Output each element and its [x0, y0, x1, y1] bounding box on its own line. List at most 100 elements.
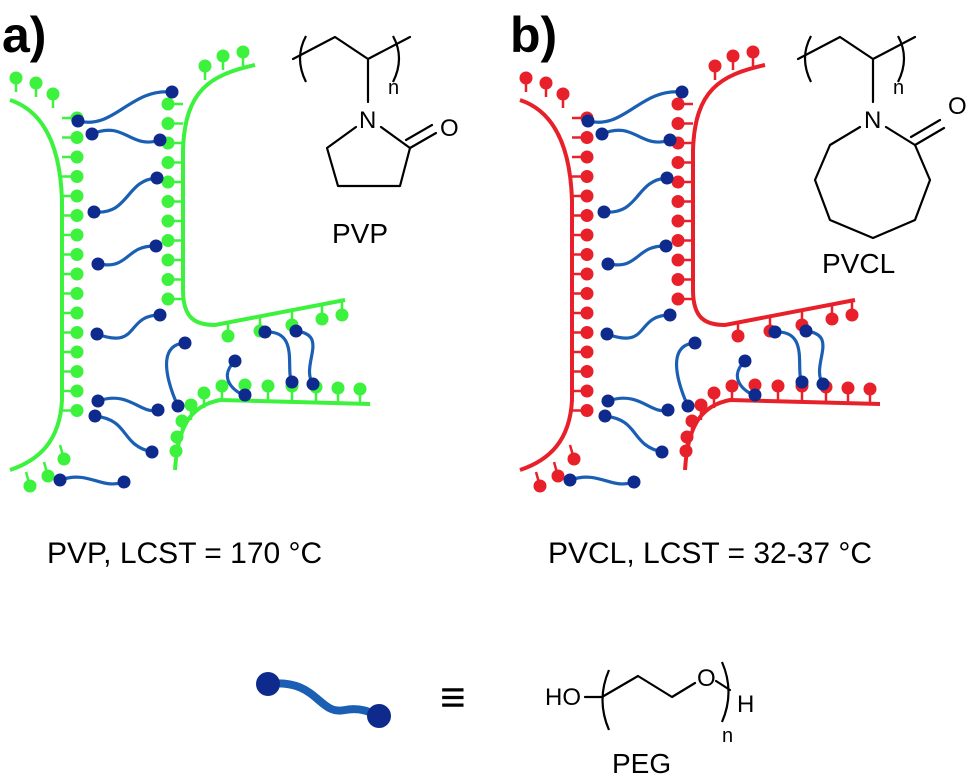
pvp-inner-backbone — [181, 63, 346, 328]
pvp-side-group-bead — [70, 384, 84, 398]
pvcl-atom-o: O — [948, 93, 967, 120]
peg-atom-o: O — [697, 665, 716, 692]
panel-b-label: b) — [510, 7, 557, 63]
pvcl-subscript-n: n — [893, 77, 904, 99]
pvp-side-group-bead — [70, 287, 84, 300]
b-peg-bead — [768, 325, 782, 339]
pvp-left-paren — [298, 35, 307, 83]
pvcl-side-group-bead — [580, 365, 594, 378]
peg-right-paren — [720, 661, 730, 723]
b-peg-bead — [627, 475, 641, 489]
pvp-side-group-bead — [161, 214, 175, 228]
b-peg-bead — [688, 336, 702, 350]
pvcl-right-paren — [897, 35, 906, 83]
pvcl-side-group-bead — [845, 308, 859, 322]
pvcl-side-group-bead — [580, 228, 594, 242]
pvp-side-group-bead — [41, 469, 55, 483]
a-peg-bead — [85, 127, 99, 141]
a-peg-bead — [171, 399, 185, 413]
legend-peg-bead-left — [256, 672, 280, 696]
pvcl-side-group-bead — [580, 404, 594, 417]
a-peg-bead — [165, 85, 179, 99]
pvcl-side-group-bead — [556, 87, 570, 101]
equivalence-symbol: ≡ — [440, 673, 466, 722]
b-peg-bead — [601, 257, 615, 271]
a-peg-bead — [289, 324, 303, 338]
pvcl-side-group-bead — [580, 150, 594, 164]
a-peg-chain — [165, 341, 187, 408]
a-peg-bead — [306, 377, 320, 391]
pvp-side-group-bead — [221, 329, 235, 343]
pvcl-side-group-bead — [671, 292, 685, 306]
pvp-side-group-bead — [238, 378, 252, 392]
b-peg-chain — [605, 313, 672, 340]
a-peg-chain — [294, 329, 315, 386]
pvp-side-group-bead — [70, 345, 84, 359]
peg-atom-ho: HO — [545, 684, 581, 711]
pvcl-side-group-bead — [580, 170, 594, 183]
pvp-side-group-bead — [70, 189, 84, 203]
a-peg-bead — [150, 171, 164, 185]
pvp-side-group-bead — [215, 379, 229, 393]
b-peg-bead — [675, 85, 689, 99]
b-peg-chain — [606, 396, 670, 413]
pvcl-side-group-bead — [671, 156, 685, 169]
pvcl-carbonyl-1 — [913, 126, 946, 147]
panel-a-caption: PVP, LCST = 170 °C — [47, 537, 322, 570]
pvcl-outer-backbone — [519, 98, 574, 472]
pvp-side-group-bead — [335, 308, 349, 322]
b-peg-bead — [659, 239, 673, 253]
pvcl-side-group-bead — [680, 430, 694, 444]
a-peg-chain — [92, 176, 159, 214]
a-peg-bead — [71, 114, 85, 128]
pvcl-side-group-bead — [708, 59, 722, 73]
pvp-side-group-bead — [315, 312, 329, 326]
pvcl-side-group-bead — [679, 444, 693, 458]
pvp-side-group-bead — [184, 398, 198, 412]
pvp-atom-o: O — [440, 115, 459, 142]
a-peg-bead — [91, 394, 105, 408]
a-peg-bead — [53, 473, 67, 487]
pvcl-structure: n N O PVCL — [796, 35, 967, 279]
b-peg-bead — [600, 327, 614, 341]
b-peg-chain — [603, 414, 664, 454]
pvcl-side-group-bead — [863, 382, 877, 396]
peg-chains-b — [563, 85, 830, 489]
pvp-ring — [325, 125, 412, 188]
a-peg-bead — [228, 354, 242, 368]
b-peg-bead — [595, 127, 609, 141]
pvcl-side-group-bead — [580, 306, 594, 320]
pvcl-side-group-bead — [671, 214, 685, 228]
legend-peg-chain — [264, 679, 382, 720]
pvp-side-group-bead — [70, 170, 84, 183]
pvcl-side-group-bead — [671, 253, 685, 267]
pvp-side-group-bead — [161, 234, 175, 247]
pvcl-side-group-bead — [825, 312, 839, 326]
peg-structure: HO O H n PEG — [545, 661, 754, 778]
pvcl-side-group-bead — [726, 49, 740, 63]
a-peg-bead — [88, 409, 102, 423]
pvcl-side-group-bead — [707, 386, 721, 400]
a-peg-chain — [96, 396, 160, 413]
pvcl-side-group-bead — [539, 76, 553, 90]
a-peg-chain — [263, 330, 294, 384]
panel-a-label: a) — [2, 7, 46, 63]
peg-atom-h: H — [737, 691, 754, 718]
b-peg-bead — [598, 409, 612, 423]
b-peg-bead — [563, 473, 577, 487]
pvcl-lower-backbone — [683, 397, 881, 471]
pvp-right-paren — [392, 35, 401, 83]
pvp-side-group-bead — [169, 444, 183, 458]
pvp-subscript-n: n — [388, 77, 399, 99]
pvp-side-group-bead — [161, 292, 175, 306]
pvp-side-group-bead — [161, 175, 175, 189]
pvp-side-group-bead — [161, 156, 175, 169]
pvp-side-group-bead — [161, 195, 175, 208]
b-peg-chain — [675, 341, 697, 408]
a-peg-chain — [90, 128, 162, 144]
b-peg-chain — [568, 475, 636, 486]
b-peg-chain — [586, 90, 684, 124]
pvcl-side-group-bead — [580, 209, 594, 222]
pvcl-side-group-bead — [671, 117, 685, 130]
